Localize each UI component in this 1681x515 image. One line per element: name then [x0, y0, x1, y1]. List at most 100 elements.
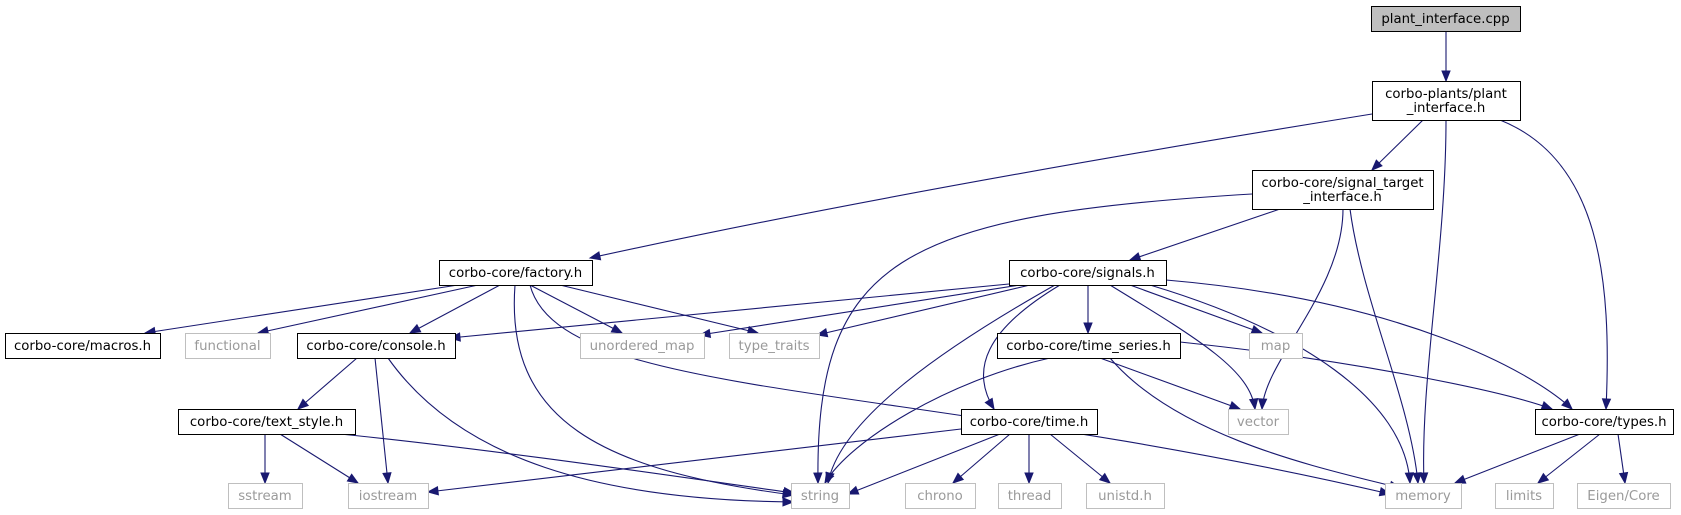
- edge-signal-target-interface-h-to-string: [813, 193, 1253, 485]
- node-map-label: map: [1261, 339, 1291, 354]
- edge-signal-target-interface-h-to-vector-line: [1261, 208, 1344, 410]
- edge-signals-h-to-vector-line: [1109, 284, 1256, 410]
- edge-signal-target-interface-h-to-memory-arrowhead: [1412, 472, 1422, 485]
- node-time-series-h-label: corbo-core/time_series.h: [1006, 339, 1171, 354]
- node-factory-h-box: [439, 260, 593, 286]
- node-types-h[interactable]: corbo-core/types.h: [1535, 409, 1674, 435]
- node-macros-h-box: [5, 333, 161, 359]
- edge-signals-h-to-types-h-line: [1165, 279, 1573, 410]
- edge-time-series-h-to-string-arrowhead: [824, 471, 835, 485]
- node-plant-interface-h[interactable]: corbo-plants/plant_interface.h: [1372, 81, 1521, 121]
- node-functional-label: functional: [194, 339, 260, 354]
- node-eigen-core: Eigen/Core: [1577, 483, 1671, 509]
- edge-text-style-h-to-iostream: [279, 433, 360, 484]
- node-memory-box: [1385, 483, 1462, 509]
- node-time-series-h[interactable]: corbo-core/time_series.h: [997, 333, 1181, 359]
- edge-console-h-to-text-style-h-arrowhead: [296, 398, 310, 410]
- edge-types-h-to-limits-arrowhead: [1536, 472, 1550, 484]
- edge-console-h-to-text-style-h: [296, 357, 358, 410]
- node-vector-label: vector: [1237, 415, 1280, 430]
- node-plant-interface-cpp-box: [1371, 6, 1521, 32]
- edge-factory-h-to-console-h-line: [409, 284, 501, 334]
- node-functional-box: [185, 333, 271, 359]
- edge-signals-h-to-type-traits-line: [816, 284, 1031, 336]
- edge-factory-h-to-memory-line: [529, 284, 1391, 495]
- edge-signals-h-to-unordered-map: [698, 284, 1021, 339]
- edge-factory-h-to-string-line: [513, 284, 794, 496]
- edge-signals-h-to-types-h-arrowhead: [1561, 398, 1573, 410]
- edges-layer: [143, 31, 1629, 507]
- edge-signals-h-to-string-line: [827, 284, 1056, 484]
- node-text-style-h-box: [178, 409, 356, 435]
- edge-time-h-to-thread-arrowhead: [1024, 472, 1034, 485]
- node-map-box: [1249, 333, 1303, 359]
- node-string-label: string: [801, 489, 839, 504]
- edge-console-h-to-iostream-line: [374, 357, 389, 484]
- edge-time-h-to-iostream-arrowhead: [426, 486, 439, 496]
- edge-plant-interface-h-to-types-h-arrowhead: [1601, 398, 1612, 411]
- edge-factory-h-to-unordered-map-line: [529, 284, 623, 334]
- nodes-layer: plant_interface.cpp corbo-plants/plant_in…: [5, 6, 1674, 509]
- node-limits-box: [1495, 483, 1554, 509]
- edge-signal-target-interface-h-to-vector: [1257, 208, 1344, 411]
- node-text-style-h-label: corbo-core/text_style.h: [190, 415, 343, 430]
- edge-time-series-h-to-types-h: [1179, 341, 1554, 410]
- node-type-traits-label: type_traits: [738, 339, 809, 354]
- node-factory-h[interactable]: corbo-core/factory.h: [439, 260, 593, 286]
- edge-time-h-to-chrono: [951, 433, 1011, 484]
- edge-console-h-to-iostream: [374, 357, 392, 485]
- edge-signals-h-to-unordered-map-line: [699, 284, 1021, 336]
- node-signal-target-interface-h-box: [1252, 170, 1434, 210]
- node-macros-h[interactable]: corbo-core/macros.h: [5, 333, 161, 359]
- edge-time-series-h-to-vector-line: [1099, 357, 1241, 410]
- node-text-style-h[interactable]: corbo-core/text_style.h: [178, 409, 356, 435]
- edge-time-h-to-unistd-h-arrowhead: [1098, 472, 1112, 484]
- node-plant-interface-cpp[interactable]: plant_interface.cpp: [1371, 6, 1521, 32]
- edge-time-series-h-to-memory-line: [1109, 357, 1401, 489]
- node-time-h[interactable]: corbo-core/time.h: [961, 409, 1098, 435]
- node-factory-h-label: corbo-core/factory.h: [449, 266, 582, 281]
- node-unordered-map: unordered_map: [580, 333, 705, 359]
- node-console-h-label: corbo-core/console.h: [306, 339, 445, 354]
- edge-text-style-h-to-string-line: [339, 433, 795, 494]
- edge-console-h-to-iostream-arrowhead: [382, 472, 392, 485]
- node-vector-box: [1228, 409, 1289, 435]
- node-console-h[interactable]: corbo-core/console.h: [297, 333, 456, 359]
- edge-time-series-h-to-vector-arrowhead: [1228, 400, 1242, 410]
- node-map: map: [1249, 333, 1303, 359]
- node-signals-h[interactable]: corbo-core/signals.h: [1009, 260, 1167, 286]
- node-sstream-box: [228, 483, 303, 509]
- node-thread: thread: [998, 483, 1062, 509]
- edge-factory-h-to-functional: [256, 284, 479, 336]
- node-eigen-core-label: Eigen/Core: [1587, 489, 1659, 504]
- edge-time-h-to-string-line: [847, 433, 1001, 495]
- node-chrono-label: chrono: [917, 489, 963, 504]
- edge-signals-h-to-time-h-arrowhead: [984, 397, 995, 411]
- edge-signals-h-to-map-line: [1129, 284, 1263, 334]
- edge-types-h-to-limits-line: [1537, 433, 1601, 484]
- edge-factory-h-to-console-h-arrowhead: [408, 323, 422, 334]
- node-plant-interface-cpp-label: plant_interface.cpp: [1381, 12, 1509, 27]
- edge-factory-h-to-memory: [529, 284, 1392, 497]
- node-plant-interface-h-label-line-2: _interface.h: [1406, 101, 1486, 116]
- edge-text-style-h-to-sstream-arrowhead: [260, 472, 270, 485]
- edge-time-h-to-chrono-arrowhead: [951, 472, 965, 484]
- edge-factory-h-to-type-traits-line: [559, 284, 759, 334]
- edge-time-series-h-to-vector: [1099, 357, 1242, 410]
- node-limits-label: limits: [1506, 489, 1542, 504]
- edge-signal-target-interface-h-to-string-line: [817, 193, 1253, 484]
- edge-signals-h-to-vector: [1109, 284, 1259, 411]
- edge-types-h-to-memory-arrowhead: [1453, 474, 1467, 484]
- edge-factory-h-to-unordered-map-arrowhead: [610, 323, 624, 334]
- node-thread-label: thread: [1008, 489, 1052, 504]
- node-signals-h-box: [1009, 260, 1167, 286]
- node-unordered-map-label: unordered_map: [590, 339, 695, 354]
- edge-signals-h-to-types-h: [1165, 279, 1573, 410]
- edge-signal-target-interface-h-to-signals-h-arrowhead: [1128, 252, 1142, 262]
- edge-signals-h-to-console-h-line: [449, 283, 1010, 339]
- edge-console-h-to-string: [387, 357, 795, 507]
- edge-factory-h-to-macros-h: [143, 284, 459, 337]
- node-unordered-map-box: [580, 333, 705, 359]
- node-signal-target-interface-h[interactable]: corbo-core/signal_target_interface.h: [1252, 170, 1434, 210]
- node-signal-target-interface-h-label-line-2: _interface.h: [1302, 190, 1382, 205]
